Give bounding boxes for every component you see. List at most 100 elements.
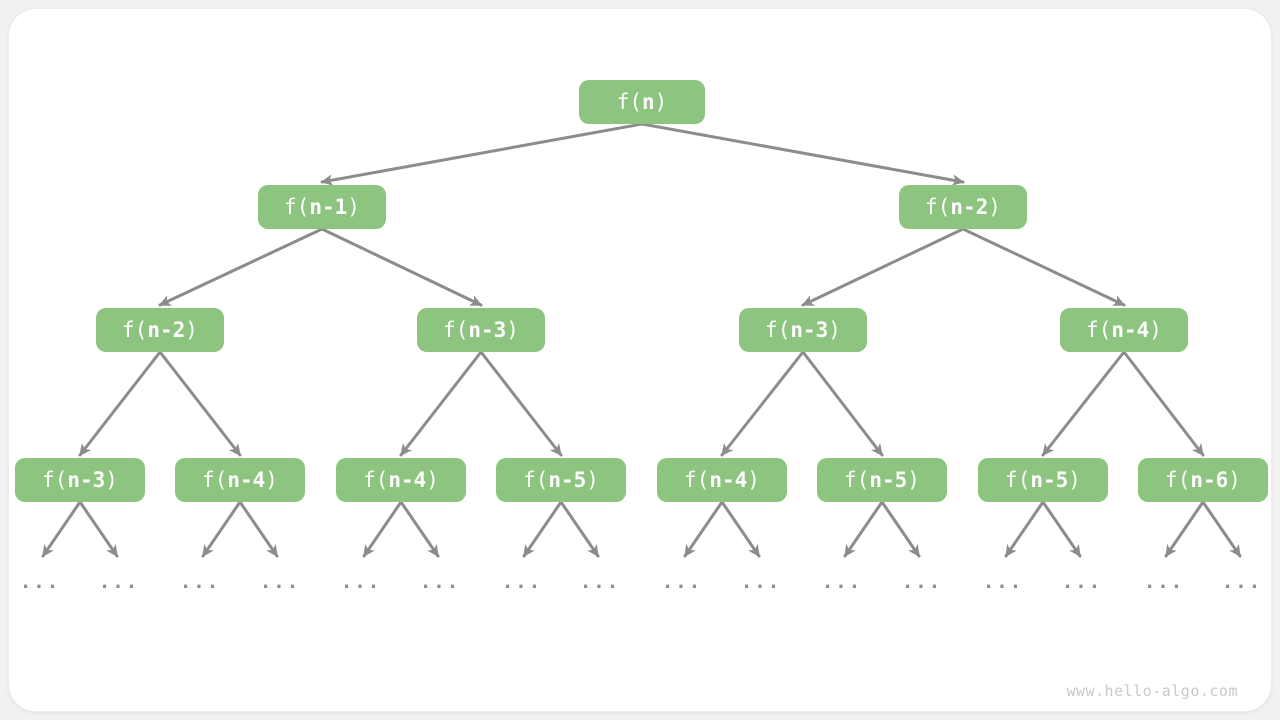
node-box <box>96 308 224 352</box>
node-label: f(n-4) <box>202 468 278 492</box>
node-label-arg: n-6 <box>1190 468 1228 492</box>
tree-edges <box>41 122 1242 558</box>
node-label: f(n-5) <box>844 468 920 492</box>
node-box <box>817 458 947 502</box>
node-label: f(n-5) <box>1005 468 1081 492</box>
node-label-prefix: f( <box>617 90 642 114</box>
node-label-prefix: f( <box>42 468 67 492</box>
node-box <box>15 458 145 502</box>
edge-l4-4-right <box>720 500 761 558</box>
node-l3-2: f(n-3) <box>739 308 867 352</box>
node-l2-1: f(n-2) <box>899 185 1027 229</box>
leaf-ellipsis: ... <box>662 571 702 593</box>
edge-l4-5-right <box>880 500 921 558</box>
edge-l3-0-right <box>158 350 242 457</box>
node-label-prefix: f( <box>844 468 869 492</box>
node-l2-0: f(n-1) <box>258 185 386 229</box>
leaf-ellipsis: ... <box>983 571 1023 593</box>
edge-l4-2-right <box>399 500 440 558</box>
edge-l3-3-right <box>1122 350 1205 457</box>
node-box <box>657 458 787 502</box>
node-label-suffix: ) <box>1068 468 1081 492</box>
node-label-suffix: ) <box>907 468 920 492</box>
node-label-suffix: ) <box>828 318 841 342</box>
node-label-suffix: ) <box>347 195 360 219</box>
node-label: f(n-4) <box>363 468 439 492</box>
node-l4-6: f(n-5) <box>978 458 1108 502</box>
node-box <box>417 308 545 352</box>
leaf-ellipsis: ... <box>902 571 942 593</box>
edge-l4-3-left <box>522 500 563 558</box>
edge-l4-7-left <box>1164 500 1205 558</box>
node-label-prefix: f( <box>765 318 790 342</box>
node-label: f(n-4) <box>684 468 760 492</box>
node-l4-5: f(n-5) <box>817 458 947 502</box>
node-label-prefix: f( <box>523 468 548 492</box>
node-l3-0: f(n-2) <box>96 308 224 352</box>
edge-l2-0-left <box>158 227 324 307</box>
node-label-prefix: f( <box>1005 468 1030 492</box>
node-label-prefix: f( <box>1165 468 1190 492</box>
leaf-ellipsis: ... <box>99 571 139 593</box>
node-box <box>1138 458 1268 502</box>
node-label-suffix: ) <box>655 90 668 114</box>
node-label-prefix: f( <box>925 195 950 219</box>
node-l4-0: f(n-3) <box>15 458 145 502</box>
edge-l2-0-right <box>320 227 483 307</box>
leaf-ellipsis: ... <box>20 571 60 593</box>
node-label-suffix: ) <box>105 468 118 492</box>
node-label: f(n-1) <box>284 195 360 219</box>
node-label-suffix: ) <box>265 468 278 492</box>
node-label: f(n-2) <box>925 195 1001 219</box>
edge-l4-6-left <box>1004 500 1045 558</box>
node-label: f(n-5) <box>523 468 599 492</box>
node-label-prefix: f( <box>1086 318 1111 342</box>
node-box <box>258 185 386 229</box>
leaf-ellipsis: ... <box>180 571 220 593</box>
edge-l4-0-right <box>78 500 119 558</box>
node-l3-3: f(n-4) <box>1060 308 1188 352</box>
node-label: f(n-3) <box>443 318 519 342</box>
node-label-prefix: f( <box>363 468 388 492</box>
node-box <box>336 458 466 502</box>
node-box <box>496 458 626 502</box>
edge-l3-2-right <box>801 350 884 457</box>
node-label-arg: n <box>642 90 655 114</box>
node-label-prefix: f( <box>684 468 709 492</box>
leaf-ellipsis: ... <box>341 571 381 593</box>
node-box <box>1060 308 1188 352</box>
node-label-suffix: ) <box>988 195 1001 219</box>
leaf-ellipsis: ... <box>741 571 781 593</box>
node-l4-2: f(n-4) <box>336 458 466 502</box>
edge-l4-5-left <box>843 500 884 558</box>
node-box <box>579 80 705 124</box>
node-l4-4: f(n-4) <box>657 458 787 502</box>
leaf-ellipsis: ... <box>580 571 620 593</box>
node-label-arg: n-3 <box>790 318 828 342</box>
leaf-ellipsis: ... <box>1144 571 1184 593</box>
node-label-suffix: ) <box>1149 318 1162 342</box>
edge-l3-3-left <box>1041 350 1126 457</box>
node-label-arg: n-3 <box>468 318 506 342</box>
node-label-arg: n-4 <box>227 468 265 492</box>
node-label-arg: n-5 <box>1030 468 1068 492</box>
node-label-suffix: ) <box>426 468 439 492</box>
node-label-suffix: ) <box>1228 468 1241 492</box>
edge-l3-0-left <box>78 350 162 457</box>
leaf-ellipsis: ... <box>822 571 862 593</box>
edge-l4-1-right <box>238 500 279 558</box>
edge-l4-0-left <box>41 500 82 558</box>
edge-l2-1-right <box>961 227 1126 307</box>
edge-l4-1-left <box>201 500 242 558</box>
node-box <box>899 185 1027 229</box>
node-label-arg: n-4 <box>388 468 426 492</box>
node-label-suffix: ) <box>506 318 519 342</box>
node-label: f(n-4) <box>1086 318 1162 342</box>
node-label-suffix: ) <box>185 318 198 342</box>
node-label-prefix: f( <box>284 195 309 219</box>
node-l4-3: f(n-5) <box>496 458 626 502</box>
node-label-prefix: f( <box>443 318 468 342</box>
node-l3-1: f(n-3) <box>417 308 545 352</box>
watermark: www.hello-algo.com <box>1066 682 1238 700</box>
